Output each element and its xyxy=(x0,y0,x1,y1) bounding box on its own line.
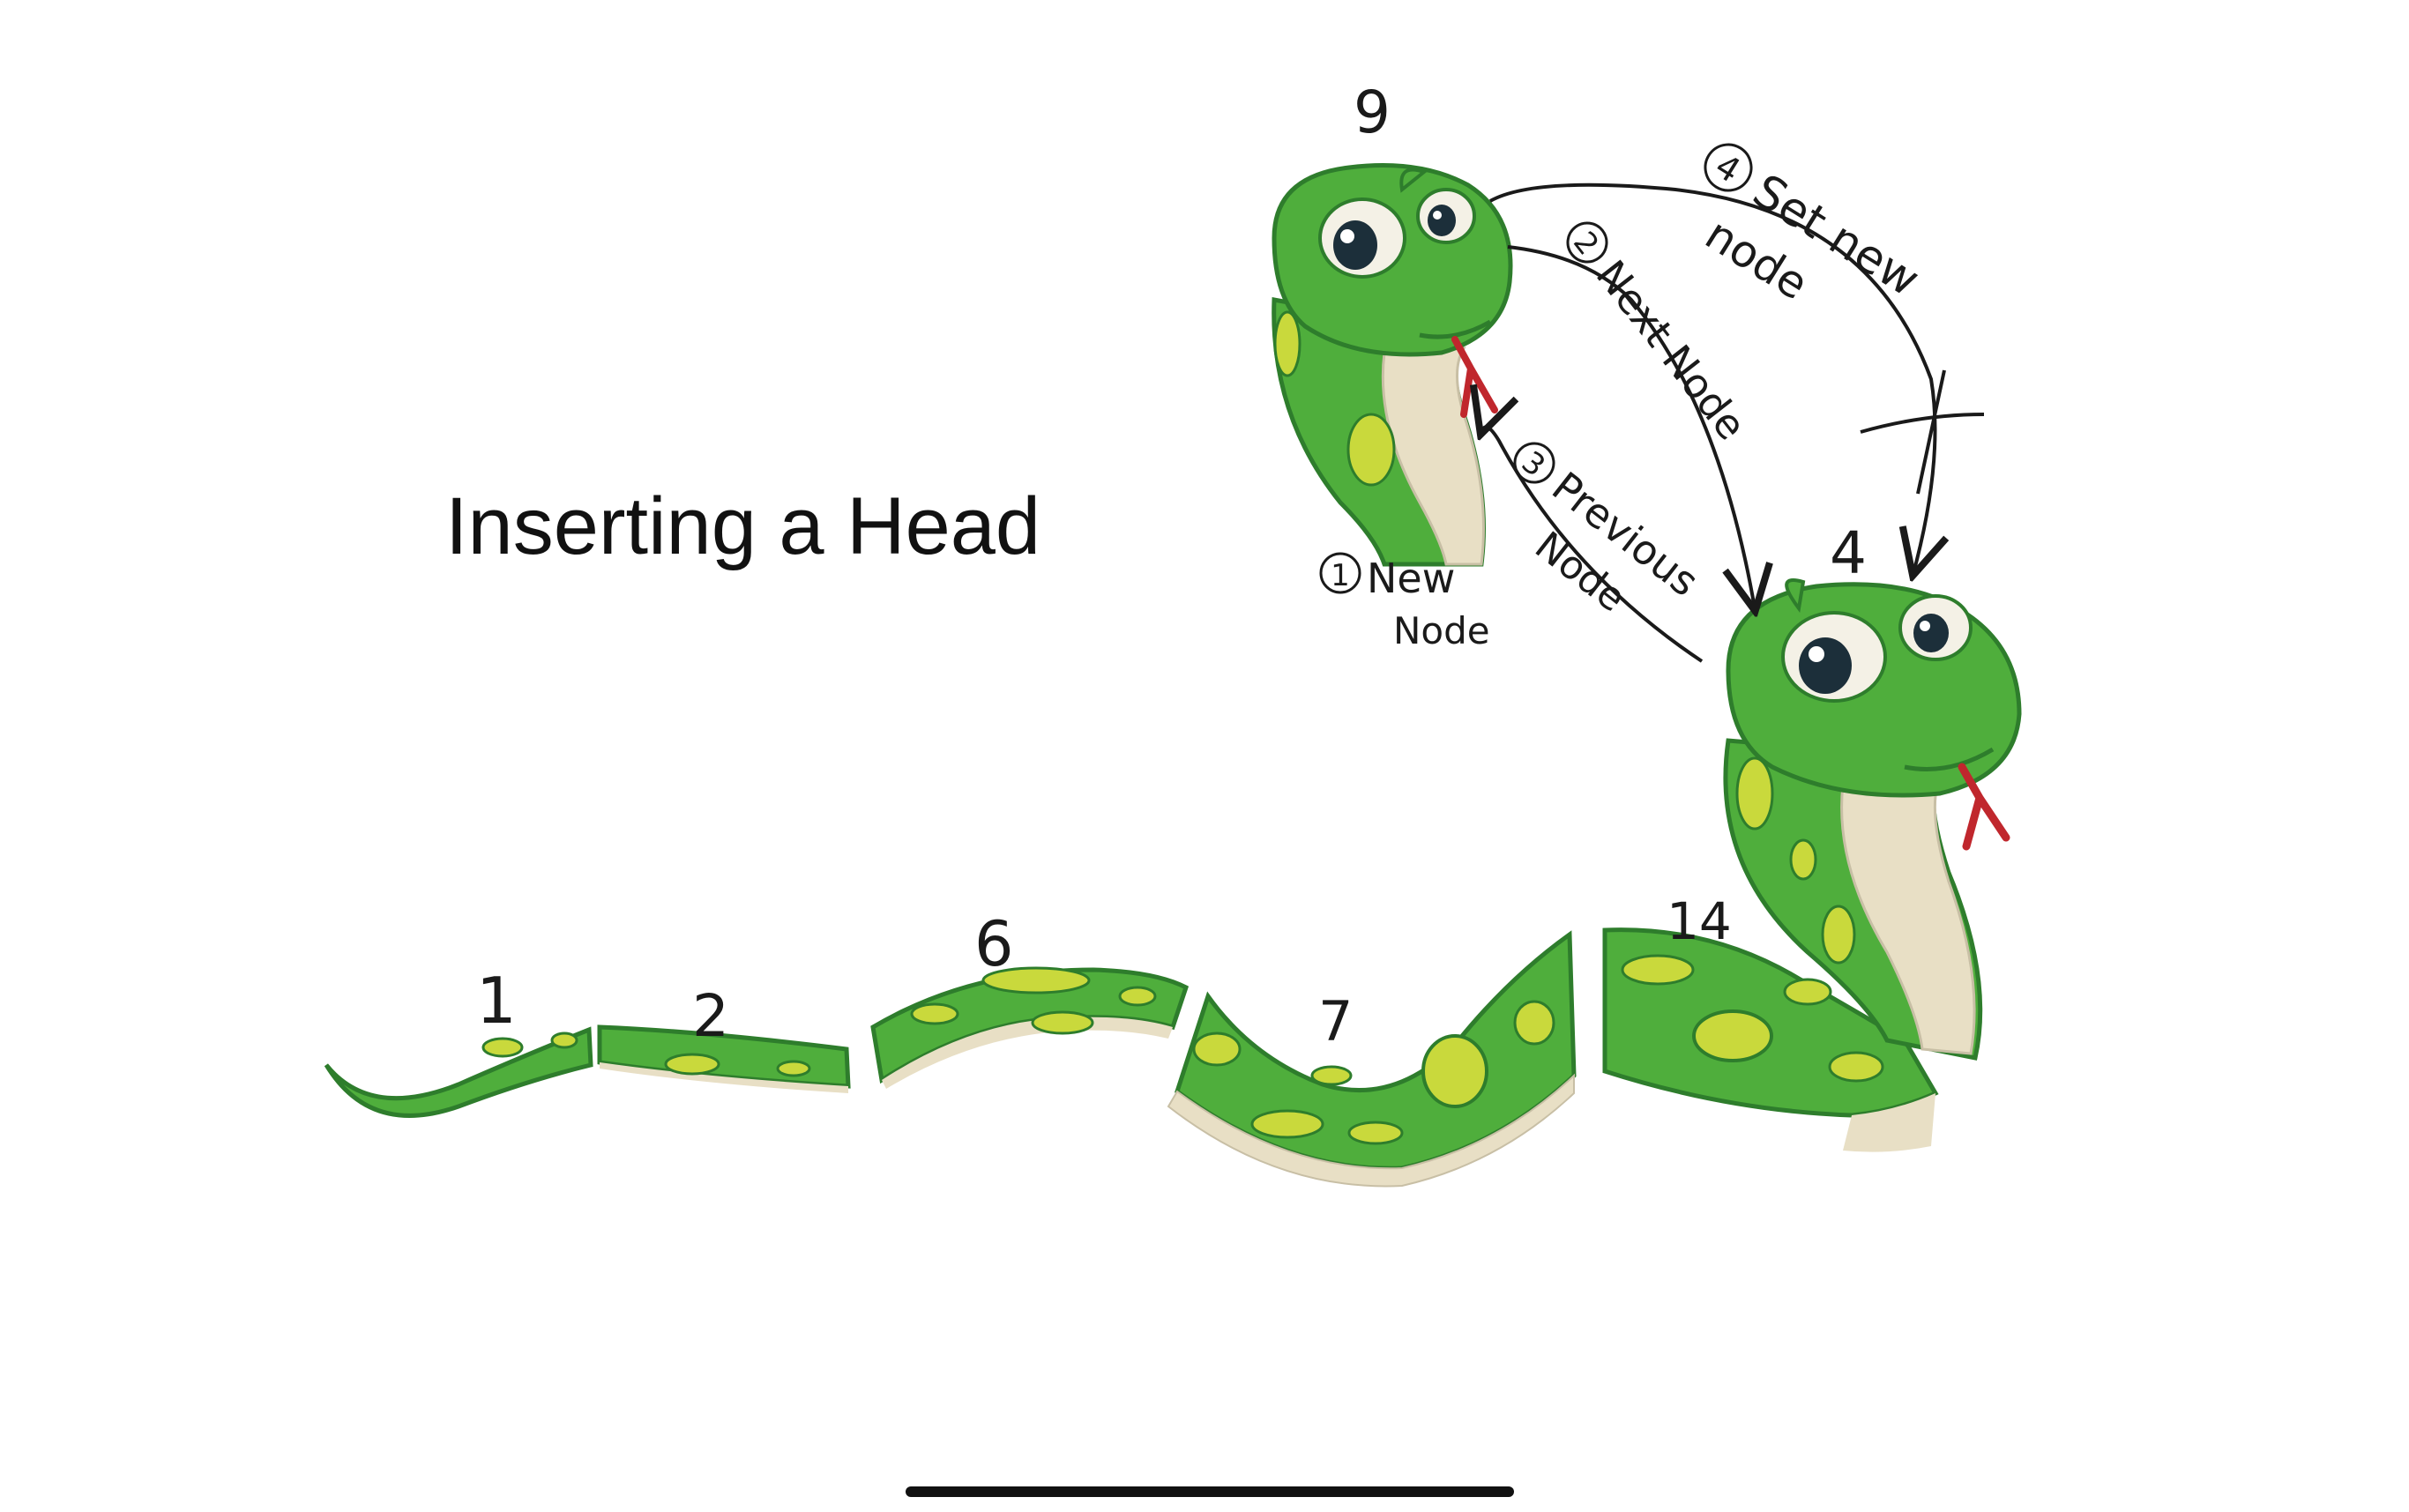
step-4-annotation: 4 Set new node xyxy=(1697,143,1928,310)
step-1-text-line2: Node xyxy=(1393,609,1490,652)
step-1-number: 1 xyxy=(1331,558,1350,593)
snake-head-node-9 xyxy=(1272,163,1513,567)
label-node-old-head: 4 xyxy=(1830,519,1867,587)
step-1-text-line1: New xyxy=(1367,555,1455,602)
step-4-circle xyxy=(1704,143,1753,192)
step-3-circle xyxy=(1513,442,1555,484)
label-node-new-head: 9 xyxy=(1354,78,1391,146)
segment-node-6 xyxy=(870,966,1190,1089)
arrow-step-3 xyxy=(1481,427,1704,663)
label-node-2: 2 xyxy=(692,982,729,1050)
step-3-annotation: 3 Previous Node xyxy=(1513,442,1708,621)
segment-node-7 xyxy=(1167,930,1577,1188)
label-node-14: 14 xyxy=(1667,891,1732,951)
step-4-number: 4 xyxy=(1709,146,1748,190)
label-node-7: 7 xyxy=(1318,989,1353,1054)
arrow-step-2 xyxy=(1507,245,1755,608)
diagram-title: Inserting a Head xyxy=(445,481,1041,571)
segment-node-2 xyxy=(597,1024,851,1093)
snake-head-node-4 xyxy=(1723,578,2022,1061)
label-node-1: 1 xyxy=(476,964,517,1038)
step-2-text: Next Node xyxy=(1587,251,1756,449)
cross-out-mark xyxy=(1860,369,1985,495)
segment-node-1 xyxy=(324,1026,593,1118)
step-1-circle xyxy=(1319,552,1361,594)
label-node-6: 6 xyxy=(974,908,1014,980)
arrow-step-4 xyxy=(1489,182,1935,573)
step-1-annotation: 1 New Node xyxy=(1319,552,1490,652)
step-2-circle xyxy=(1566,221,1608,264)
segment-node-14 xyxy=(1602,927,1939,1152)
home-indicator[interactable] xyxy=(906,1486,1514,1497)
